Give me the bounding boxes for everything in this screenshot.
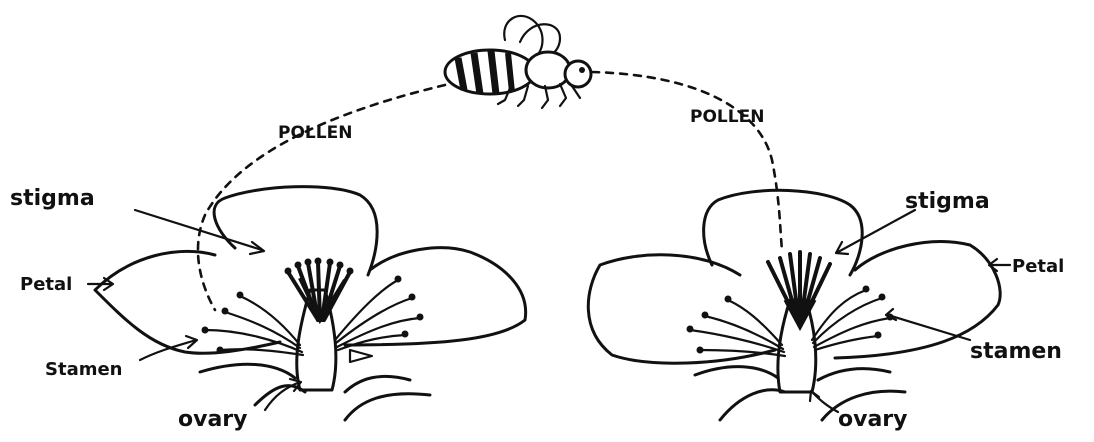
sepal-right-3 — [818, 369, 890, 380]
sepal-left-4 — [345, 394, 430, 420]
leader-stamen-right — [888, 315, 970, 340]
bee-leg — [560, 84, 566, 106]
sepal-right-2 — [720, 390, 785, 420]
label-petal-right: Petal — [1012, 256, 1064, 277]
stamen-left-group-b — [335, 280, 420, 350]
sepal-left-tip — [350, 350, 372, 362]
bee-thorax — [526, 52, 570, 88]
label-pollen-right: POLLEN — [690, 107, 764, 127]
pollen-path-left — [198, 85, 445, 310]
bee-head — [565, 61, 591, 87]
arrowhead — [810, 391, 819, 401]
pollen-path-right — [592, 72, 782, 250]
label-stigma-right: stigma — [905, 189, 990, 214]
flower-right — [588, 190, 1000, 420]
sepal-left-1 — [200, 364, 295, 378]
stamen-right-anthers-a — [687, 296, 732, 354]
bee-stripe — [491, 51, 496, 94]
petal-left-top — [214, 187, 377, 275]
stigma-left — [288, 262, 350, 320]
flower-left — [95, 187, 526, 420]
label-stamen-left: Stamen — [45, 359, 123, 380]
stamen-left-anthers-b — [395, 276, 424, 338]
stigma-right — [768, 252, 830, 322]
bee — [445, 16, 591, 108]
sepal-right-1 — [695, 367, 778, 378]
leader-stamen-left — [140, 340, 196, 360]
bee-eye — [579, 67, 585, 73]
label-pollen-left: POLLEN — [278, 123, 352, 143]
label-ovary-left: ovary — [178, 407, 248, 432]
stamen-right-group-a — [690, 300, 785, 356]
sepal-left-2 — [255, 386, 305, 405]
label-stamen-right: stamen — [970, 339, 1062, 364]
label-stigma-left: stigma — [10, 186, 95, 211]
label-ovary-right: ovary — [838, 407, 908, 432]
sepal-left-3 — [345, 376, 410, 392]
stamen-left-anthers-a — [202, 292, 244, 354]
label-petal-left: Petal — [20, 274, 72, 295]
bee-stripe — [508, 53, 512, 92]
stamen-right-group-b — [812, 290, 890, 350]
petal-right-left — [588, 255, 775, 363]
